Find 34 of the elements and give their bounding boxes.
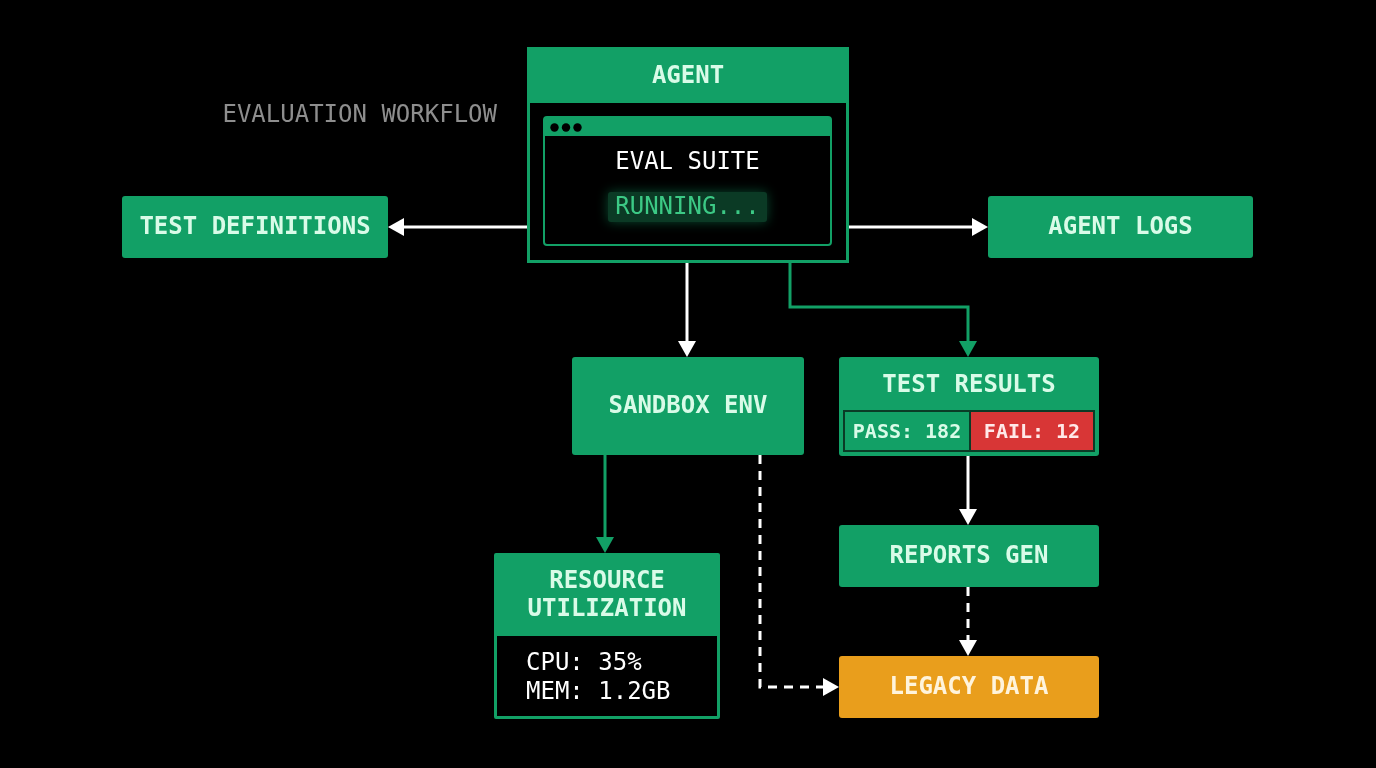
metric-text: CPU: 35% (526, 649, 642, 677)
result-label: PASS: 182 (852, 419, 962, 443)
card-title: TEST RESULTS (882, 371, 1056, 399)
window-title: EVAL SUITE (615, 148, 760, 176)
box-label: AGENT LOGS (1048, 213, 1193, 241)
panel-title: AGENT (651, 62, 725, 90)
panel-title: RESOURCE UTILIZATION (527, 567, 687, 623)
app-window (543, 116, 832, 246)
result-label: FAIL: 12 (983, 419, 1081, 443)
box-label: LEGACY DATA (889, 673, 1049, 701)
agent-panel (527, 47, 849, 263)
arrow (959, 456, 977, 525)
box-label: REPORTS GEN (889, 542, 1049, 570)
results-card (839, 357, 1099, 456)
arrow (596, 455, 614, 553)
process-box (839, 656, 1099, 718)
process-box (122, 196, 388, 258)
process-box (988, 196, 1253, 258)
metric-text: MEM: 1.2GB (526, 678, 671, 706)
arrow (678, 263, 696, 357)
resource-panel (494, 553, 720, 719)
process-box (572, 357, 804, 455)
diagram-title: EVALUATION WORKFLOW (222, 100, 497, 128)
arrow (849, 218, 988, 236)
status-text: RUNNING... (615, 193, 760, 221)
result-tile (843, 410, 969, 452)
box-label: TEST DEFINITIONS (139, 213, 371, 241)
dashed-arrow (959, 587, 977, 656)
arrow (388, 218, 527, 236)
result-tile (969, 410, 1095, 452)
process-box (839, 525, 1099, 587)
dashed-arrow (758, 455, 839, 696)
box-label: SANDBOX ENV (608, 392, 768, 420)
arrow (788, 263, 977, 357)
